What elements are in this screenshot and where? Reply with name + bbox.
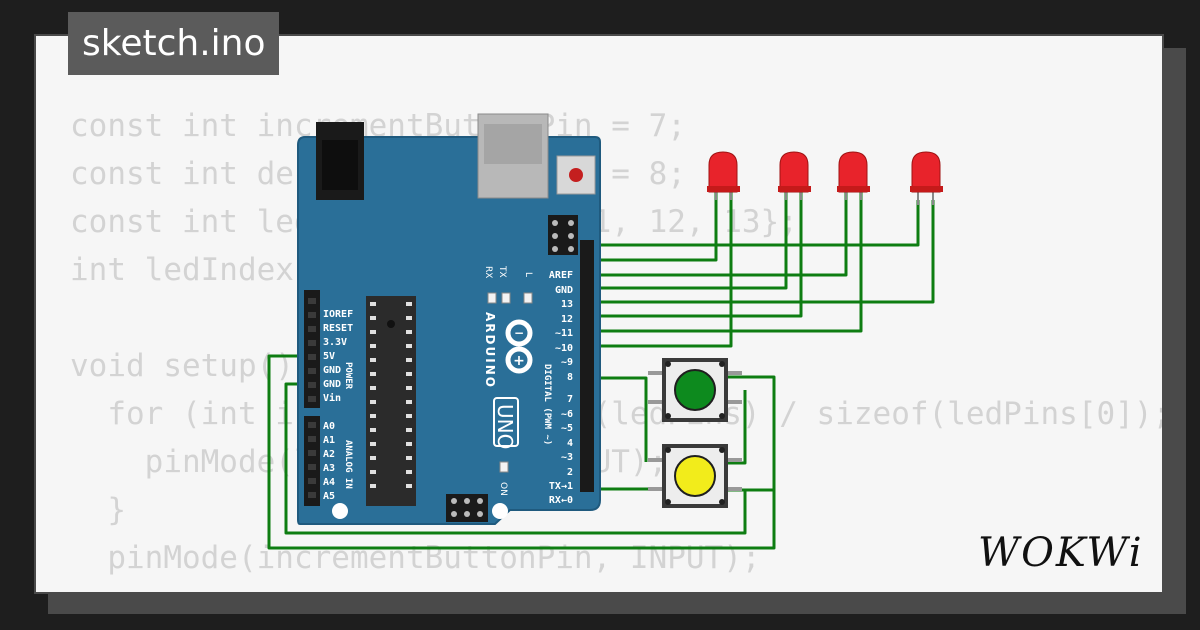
wire [584, 190, 788, 290]
wire [584, 190, 863, 333]
digital-pin-labels: AREF GND 13 12 ~11 ~10 ~9 8 7 ~6 ~5 4 ~3… [549, 270, 573, 506]
wire [584, 200, 935, 304]
wire [584, 200, 920, 247]
pin-label: ~3 [561, 452, 573, 463]
code-line: pinMode(decrementButtonPin, INPUT); [70, 582, 1162, 592]
code-line: } [70, 492, 126, 528]
tx-label: TX [497, 265, 507, 278]
wires [267, 190, 935, 550]
mount-hole [492, 503, 508, 519]
wire [267, 354, 776, 550]
power-title: POWER [343, 362, 353, 390]
arduino-logo-icon [505, 319, 533, 374]
pin-label: A0 [323, 421, 335, 432]
wire [584, 190, 848, 277]
pin-label: ~5 [561, 423, 573, 434]
pin-label: GND [323, 365, 341, 376]
red-led[interactable] [837, 151, 870, 200]
wire [584, 376, 648, 462]
analog-pin-labels: A0 A1 A2 A3 A4 A5 [323, 421, 335, 502]
pin-label: RX←0 [549, 495, 573, 506]
pin-label: 4 [567, 438, 573, 449]
pin-label: ~6 [561, 409, 573, 420]
wire [284, 382, 747, 535]
power-header [304, 290, 320, 408]
pin-label: IOREF [323, 309, 353, 320]
pin-label: GND [555, 285, 573, 296]
pin-label: A5 [323, 491, 335, 502]
digital-title: DIGITAL (PWM ~) [542, 364, 552, 445]
svg-text:−: − [514, 326, 524, 340]
icsp-header [548, 215, 578, 255]
tx-led [487, 292, 497, 304]
l-label: L [523, 272, 533, 277]
l-led [523, 292, 533, 304]
green-pushbutton[interactable] [648, 358, 742, 422]
red-led[interactable] [707, 151, 740, 200]
pin-label: ~9 [561, 357, 573, 368]
pin-label: A3 [323, 463, 335, 474]
red-led[interactable] [910, 151, 943, 205]
pin-label: TX→1 [549, 481, 573, 492]
pin-label: A1 [323, 435, 335, 446]
wire [728, 390, 747, 465]
pin-label: 13 [561, 299, 573, 310]
rx-led [501, 292, 511, 304]
board-brand: ARDUINO [483, 312, 497, 389]
wokwi-logo: WOKWi [978, 530, 1144, 576]
pin-label: 12 [561, 314, 573, 325]
analog-title: ANALOG IN [343, 440, 353, 489]
reset-button-cap [569, 168, 583, 182]
code-line: pinMode(incrementButtonPin, INPUT); [70, 540, 761, 576]
on-label: ON [498, 482, 508, 496]
board-model-badge: UNO [493, 397, 519, 449]
on-led [499, 461, 509, 473]
pin-label: A2 [323, 449, 335, 460]
arduino-uno-board[interactable]: − + ARDUINO UNO ON TX RX L POWER ANALOG … [297, 113, 601, 525]
pin-label: ~11 [555, 328, 573, 339]
power-pin-labels: IOREF RESET 3.3V 5V GND GND Vin [323, 309, 353, 404]
pin-label: 7 [567, 394, 573, 405]
pin-label: 3.3V [323, 337, 347, 348]
pin-label: GND [323, 379, 341, 390]
pin-label: ~10 [555, 343, 573, 354]
svg-text:+: + [513, 353, 525, 369]
wire [584, 190, 803, 318]
pin-label: Vin [323, 392, 341, 404]
wire [728, 488, 776, 510]
pin-label: AREF [549, 270, 573, 281]
rx-label: RX [483, 266, 493, 278]
icsp-header-2 [446, 494, 488, 522]
pin-label: RESET [323, 323, 353, 334]
pin-label: 5V [323, 351, 335, 362]
mount-hole [332, 503, 348, 519]
digital-header [580, 240, 594, 492]
wokwi-logo-text: WOKWi [978, 530, 1144, 576]
pin-label: 8 [567, 372, 573, 383]
led-group [707, 151, 943, 205]
board-model: UNO [493, 404, 517, 449]
red-led[interactable] [778, 151, 811, 200]
pin-label: 2 [567, 467, 573, 478]
yellow-pushbutton[interactable] [648, 444, 742, 508]
pin-label: A4 [323, 477, 335, 488]
file-tab[interactable]: sketch.ino [68, 12, 280, 75]
wire [584, 190, 733, 348]
